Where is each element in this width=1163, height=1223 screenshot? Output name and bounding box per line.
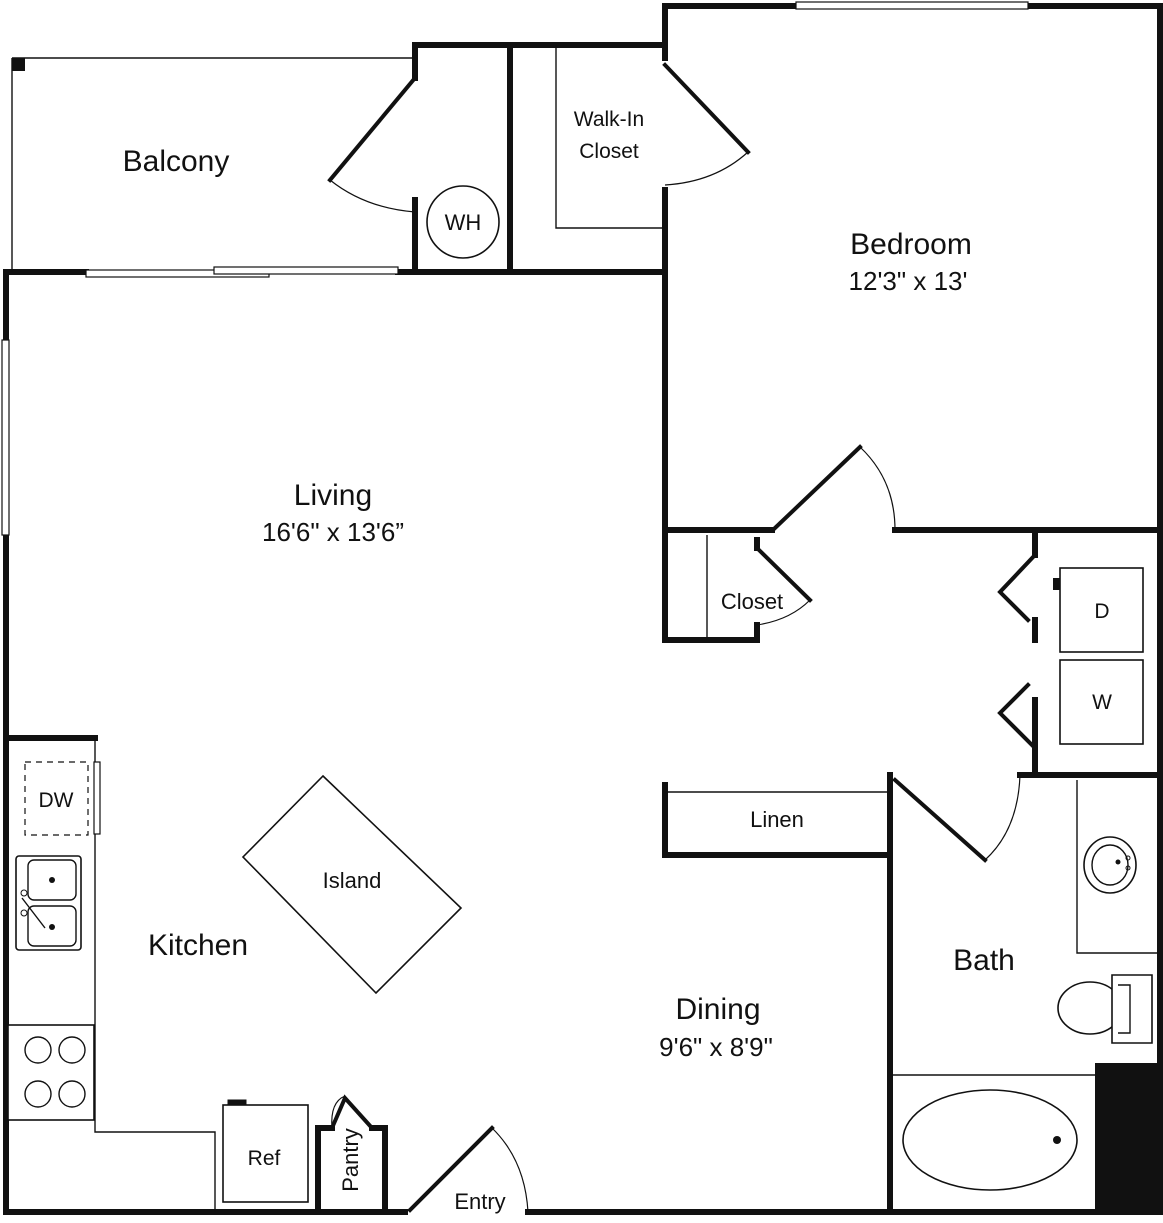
fixture-label-washer: W (1092, 691, 1112, 714)
room-label-living: Living (294, 479, 372, 512)
room-label-dining: Dining (675, 993, 760, 1026)
fixture-label-dishwasher: DW (39, 789, 74, 812)
room-dims-bedroom: 12'3" x 13' (849, 266, 968, 296)
bedroom-window (795, 1, 1029, 10)
refrigerator-icon (222, 1104, 309, 1203)
room-dims-dining: 9'6" x 8'9" (659, 1032, 773, 1062)
bathtub-icon (1095, 1063, 1160, 1212)
range-icon (7, 1024, 95, 1121)
room-label-kitchen: Kitchen (148, 929, 248, 962)
room-label-balcony: Balcony (123, 145, 230, 178)
kitchen-sink-icon (15, 855, 82, 951)
room-label-bedroom: Bedroom (850, 228, 972, 261)
island-counter (241, 774, 463, 995)
dryer-icon (1059, 567, 1144, 653)
balcony-corner-post (12, 58, 25, 71)
walls (3, 3, 1163, 1215)
room-label-entry: Entry (454, 1189, 505, 1214)
room-label-island: Island (323, 868, 382, 893)
doors (327, 62, 1038, 1213)
living-window (1, 339, 10, 536)
room-label-bath: Bath (953, 944, 1015, 977)
fixture-label-refrigerator: Ref (248, 1147, 281, 1170)
room-label-walk-in-closet-1: Walk-In (574, 108, 644, 131)
water-heater-icon (426, 185, 500, 259)
balcony-area (11, 57, 415, 278)
toilet-icon (1057, 974, 1153, 1044)
washer-icon (1059, 659, 1144, 745)
room-label-linen: Linen (750, 807, 804, 832)
fixture-label-dryer: D (1094, 600, 1109, 623)
fixture-label-wh: WH (445, 210, 482, 235)
room-label-pantry: Pantry (338, 1128, 363, 1192)
room-dims-living: 16'6" x 13'6” (262, 517, 404, 547)
room-label-walk-in-closet-2: Closet (579, 140, 639, 163)
room-label-closet: Closet (721, 589, 783, 614)
